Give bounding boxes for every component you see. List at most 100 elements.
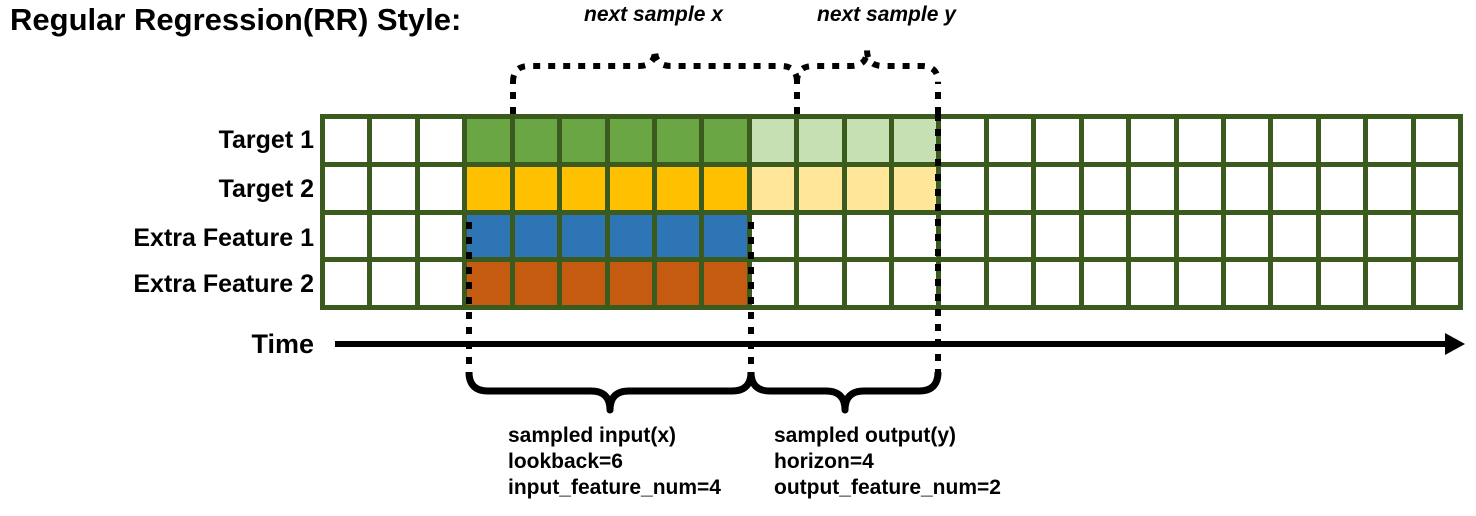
grid-cell: [1226, 214, 1269, 258]
grid-cell: [1131, 119, 1174, 162]
grid-cell: [372, 262, 415, 305]
grid-cell: [941, 262, 984, 305]
grid-cell: [1036, 166, 1079, 210]
time-axis-arrow: [335, 333, 1465, 355]
caption-sampled-input: sampled input(x) lookback=6 input_featur…: [508, 423, 721, 501]
grid-cell: [751, 214, 795, 258]
grid-cell: [419, 262, 463, 305]
grid-cell: [1131, 262, 1174, 305]
grid-cell: [846, 214, 890, 258]
grid-cell: [1320, 214, 1364, 258]
grid-cell: [1273, 166, 1316, 210]
grid-cell: [988, 119, 1032, 162]
grid-cell: [1226, 166, 1269, 210]
grid-cell: [988, 166, 1032, 210]
timeline-grid: [320, 114, 1463, 310]
grid-cell: [514, 119, 558, 162]
grid-cell: [799, 166, 842, 210]
grid-cell: [1226, 119, 1269, 162]
grid-cell: [514, 262, 558, 305]
grid-cell: [1036, 119, 1079, 162]
grid-cell: [846, 262, 890, 305]
grid-cell: [514, 214, 558, 258]
page-title: Regular Regression(RR) Style:: [10, 2, 462, 37]
grid-cell: [941, 119, 984, 162]
grid-cell: [1415, 119, 1459, 162]
brace-sampled-output: [747, 371, 942, 414]
caption-sampled-input-line1: sampled input(x): [508, 424, 677, 447]
row-label-extra-feature-1: Extra Feature 1: [133, 224, 314, 252]
grid-cell: [1415, 166, 1459, 210]
grid-cell: [325, 262, 368, 305]
grid-cell: [562, 119, 605, 162]
grid-cell: [1320, 166, 1364, 210]
time-axis-label: Time: [251, 329, 314, 359]
grid-cell: [704, 214, 747, 258]
grid-cell: [467, 214, 510, 258]
grid-cell: [1131, 166, 1174, 210]
caption-sampled-input-line2: lookback=6: [508, 450, 623, 473]
grid-cell: [514, 166, 558, 210]
grid-cell: [799, 119, 842, 162]
grid-cell: [467, 166, 510, 210]
grid-cell: [1178, 119, 1222, 162]
grid-cell: [1273, 214, 1316, 258]
grid-cell: [846, 166, 890, 210]
row-label-extra-feature-2: Extra Feature 2: [133, 270, 314, 298]
brace-sampled-input: [465, 371, 755, 414]
grid-cell: [325, 214, 368, 258]
grid-cell: [704, 119, 747, 162]
grid-cell: [325, 119, 368, 162]
grid-cell: [988, 214, 1032, 258]
grid-cell: [1178, 214, 1222, 258]
grid-cell: [1368, 262, 1411, 305]
grid-cell: [1131, 214, 1174, 258]
grid-cell: [1036, 262, 1079, 305]
grid-cell: [562, 166, 605, 210]
grid-cell: [894, 166, 937, 210]
caption-sampled-input-line3: input_feature_num=4: [508, 476, 721, 499]
grid-cell: [988, 262, 1032, 305]
grid-cell: [1273, 262, 1316, 305]
caption-sampled-output-line2: horizon=4: [774, 450, 874, 473]
brace-next-sample-x: [510, 49, 800, 83]
grid-cell: [1368, 119, 1411, 162]
grid-cell: [751, 166, 795, 210]
grid-cell: [941, 166, 984, 210]
grid-cell: [325, 166, 368, 210]
grid-cell: [609, 262, 652, 305]
grid-cell: [609, 214, 652, 258]
grid-cell: [1036, 214, 1079, 258]
grid-cell: [799, 214, 842, 258]
brace-next-sample-y: [794, 49, 941, 83]
time-axis-arrowhead: [1445, 333, 1465, 355]
annotation-next-sample-x: next sample x: [584, 3, 723, 26]
dotted-guides-top: [510, 82, 941, 114]
grid-cell: [1415, 214, 1459, 258]
grid-cell: [1226, 262, 1269, 305]
grid-cell: [751, 119, 795, 162]
grid-row-target-1: [325, 119, 1459, 162]
grid-cell: [1178, 166, 1222, 210]
grid-cell: [467, 262, 510, 305]
caption-sampled-output-line3: output_feature_num=2: [774, 476, 1001, 499]
grid-cell: [1178, 262, 1222, 305]
grid-cell: [467, 119, 510, 162]
grid-row-extra-feature-1: [325, 214, 1459, 258]
grid-cell: [656, 119, 700, 162]
grid-cell: [1320, 119, 1364, 162]
grid-cell: [894, 214, 937, 258]
grid-cell: [419, 119, 463, 162]
grid-cell: [1083, 119, 1127, 162]
grid-cell: [419, 214, 463, 258]
grid-row-extra-feature-2: [325, 262, 1459, 305]
grid-cell: [1083, 214, 1127, 258]
grid-row-target-2: [325, 166, 1459, 210]
grid-cell: [372, 214, 415, 258]
grid-cell: [609, 119, 652, 162]
grid-cell: [562, 262, 605, 305]
grid-cell: [656, 166, 700, 210]
grid-cell: [1415, 262, 1459, 305]
grid-cell: [609, 166, 652, 210]
